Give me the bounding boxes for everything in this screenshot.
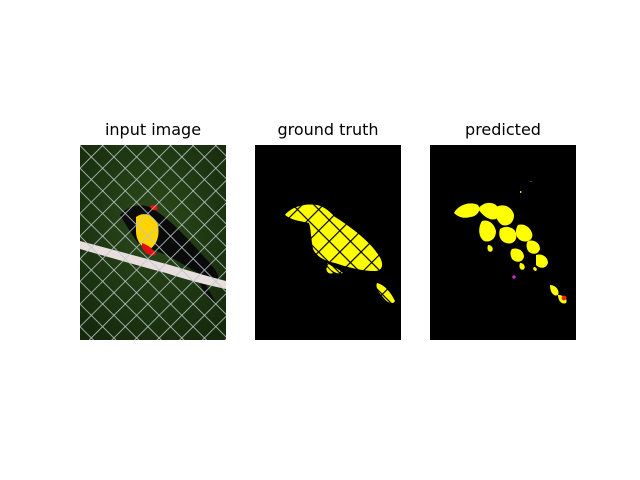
ground-truth-bird-region bbox=[255, 145, 401, 340]
input-image-photo bbox=[80, 145, 226, 340]
ground-truth-mask bbox=[255, 145, 401, 340]
ground-truth-title: ground truth bbox=[277, 120, 379, 139]
predicted-red-speck bbox=[561, 295, 567, 301]
predicted-title: predicted bbox=[465, 120, 541, 139]
input-image-panel bbox=[80, 145, 226, 340]
predicted-green-speck bbox=[530, 181, 532, 182]
predicted-magenta-speck bbox=[512, 275, 516, 279]
chain-link-fence bbox=[80, 145, 226, 340]
predicted-mask bbox=[430, 145, 576, 340]
input-image-title: input image bbox=[104, 120, 202, 139]
ground-truth-panel bbox=[255, 145, 401, 340]
predicted-panel bbox=[430, 145, 576, 340]
predicted-bird-region bbox=[454, 191, 567, 304]
